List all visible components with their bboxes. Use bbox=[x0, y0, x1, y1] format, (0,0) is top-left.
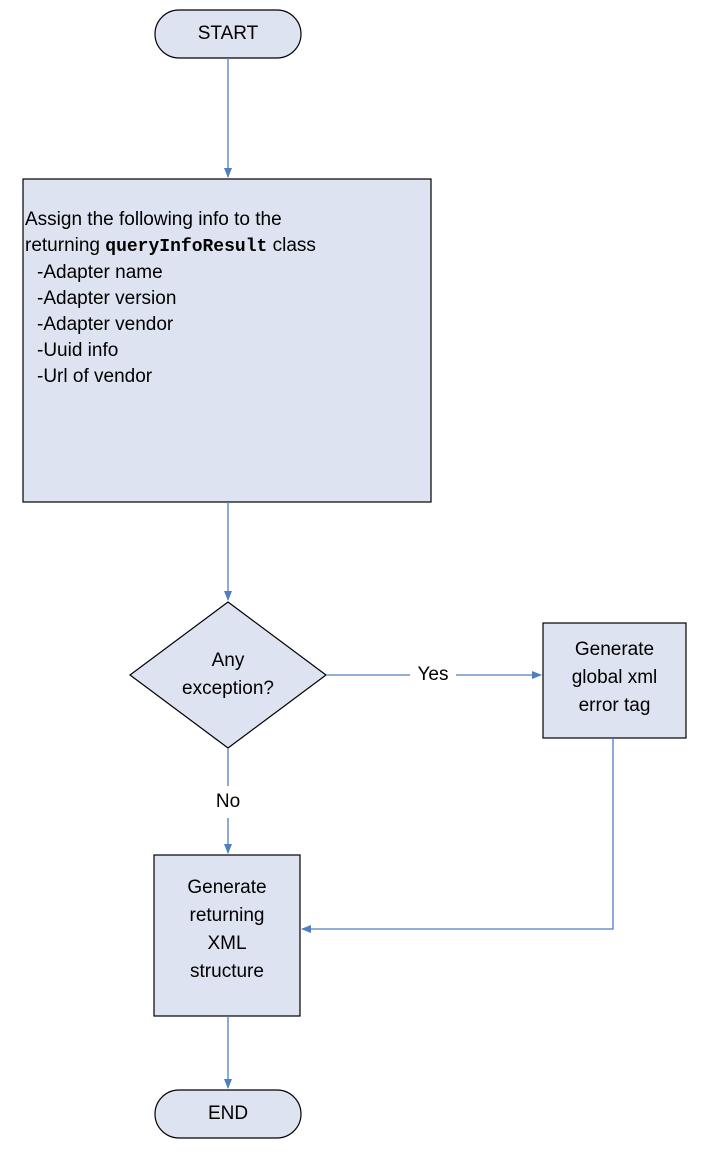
decision-line-1: Any bbox=[211, 650, 245, 671]
error-box-line-1: Generate bbox=[574, 639, 655, 660]
yes-label: Yes bbox=[410, 661, 456, 689]
xml-structure-box bbox=[153, 854, 301, 1017]
list-item: -Url of vendor bbox=[37, 366, 153, 387]
xml-box-line-2: returning bbox=[189, 905, 265, 926]
end-label-text: END bbox=[207, 1103, 249, 1124]
arrow-error-box-to-xml-box bbox=[301, 738, 614, 933]
error-tag-box bbox=[542, 622, 687, 739]
xml-box-line-3: XML bbox=[207, 933, 247, 954]
error-box-line-2: global xml bbox=[571, 667, 658, 688]
no-label-text: No bbox=[215, 791, 241, 812]
no-label: No bbox=[205, 788, 251, 816]
end-label: END bbox=[155, 1100, 301, 1128]
error-box-label: Generate global xml error tag bbox=[543, 636, 686, 720]
xml-box-label: Generate returning XML structure bbox=[154, 874, 300, 986]
xml-box-line-1: Generate bbox=[187, 877, 267, 898]
assign-text-suffix: class bbox=[267, 235, 316, 256]
assign-text-prefix: returning bbox=[25, 235, 106, 256]
class-name-code: queryInfoResult bbox=[105, 237, 268, 257]
start-label: START bbox=[155, 20, 301, 48]
assign-text-line-1: Assign the following info to the bbox=[25, 209, 282, 230]
assign-text-line-2: returning queryInfoResult class bbox=[25, 233, 430, 260]
decision-label: Any exception? bbox=[148, 647, 308, 703]
list-item: -Adapter version bbox=[37, 288, 177, 309]
assign-info-text: Assign the following info to the returni… bbox=[25, 207, 430, 512]
start-label-text: START bbox=[197, 23, 259, 44]
list-item: -Adapter vendor bbox=[37, 314, 174, 335]
end-terminator bbox=[154, 1089, 302, 1139]
xml-box-line-4: structure bbox=[190, 961, 264, 982]
error-box-line-3: error tag bbox=[578, 695, 651, 716]
list-item: -Uuid info bbox=[37, 340, 119, 361]
decision-line-2: exception? bbox=[182, 678, 274, 699]
list-item: -Adapter name bbox=[37, 262, 163, 283]
yes-label-text: Yes bbox=[417, 664, 449, 685]
assign-info-box bbox=[22, 178, 432, 503]
